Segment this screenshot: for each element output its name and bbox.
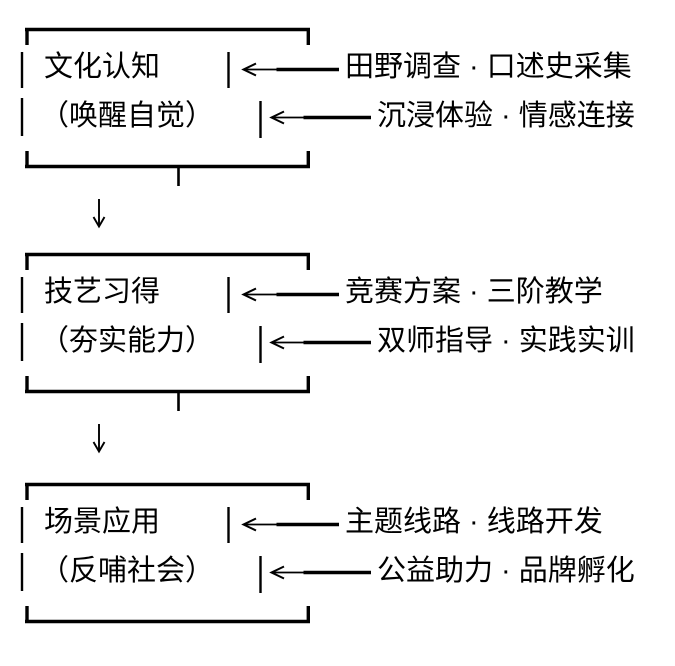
stage-1-input-2: 沉浸体验 · 情感连接 [377, 100, 635, 132]
stage-2-subtitle: （夯实能力） [40, 325, 215, 357]
stage-3-input-1: 主题线路 · 线路开发 [345, 506, 603, 538]
stage-3-input-2: 公益助力 · 品牌孵化 [377, 555, 635, 587]
stage-3-title: 场景应用 [44, 506, 161, 538]
stage-1-input-1: 田野调查 · 口述史采集 [345, 51, 632, 83]
stage-2-box-frame [20, 251, 373, 395]
stage-2-title: 技艺习得 [44, 276, 161, 308]
stage-1-box-frame [20, 26, 373, 170]
stage-2-input-1: 竞赛方案 · 三阶教学 [345, 276, 603, 308]
stage-3-subtitle: （反哺社会） [40, 555, 215, 587]
stage-1-title: 文化认知 [44, 51, 161, 83]
connector-1-2 [92, 166, 180, 228]
connector-2-3 [92, 391, 180, 453]
stage-3-box-frame [20, 481, 373, 625]
stage-2-input-2: 双师指导 · 实践实训 [377, 325, 635, 357]
stage-1-subtitle: （唤醒自觉） [40, 100, 215, 132]
